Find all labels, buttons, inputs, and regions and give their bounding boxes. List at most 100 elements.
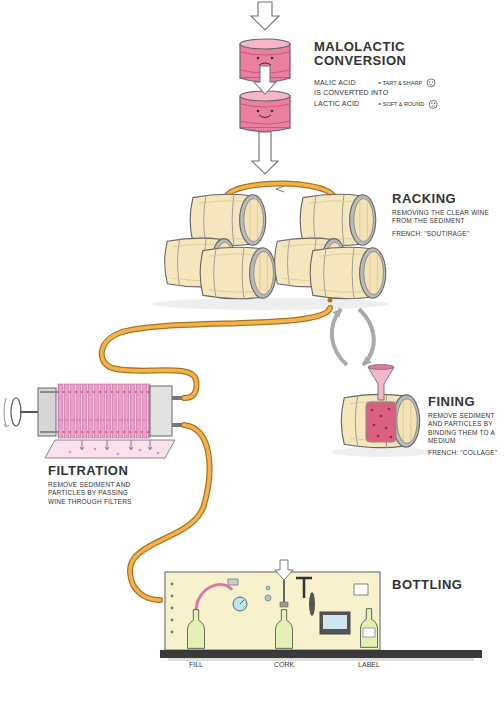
filter-press-part [38,388,56,436]
french-term: FRENCH: "SOUTIRAGE" [392,230,496,238]
sad-face [427,79,435,87]
bottling-machine-part [171,595,174,598]
racking-barrels-part [152,298,388,310]
bottling-machine-part [275,560,293,580]
stage-description: REMOVE SEDIMENT AND PARTICLES BY PASSING… [48,481,132,505]
malolactic-drum-part [240,39,290,49]
fining-barrel-part [371,409,374,412]
malolactic-drum-part [271,110,274,113]
sad-face-part [427,79,435,87]
filter-press-part [69,451,71,453]
sad-face-part [432,81,433,82]
bottling-machine-part [266,586,270,590]
bottling-machine-part [275,610,292,649]
bottling-machine-part [171,583,174,586]
sad-face-part [429,81,430,82]
fining-barrel-part [380,415,383,418]
bottling-machine-part [280,602,288,607]
stage-heading: RACKING [392,192,496,206]
text-column: RACKING REMOVING THE CLEAR WINE FROM THE … [392,192,496,238]
happy-face-part [432,105,435,107]
connector [252,132,278,174]
stage-group: RACKING REMOVING THE CLEAR WINE FROM THE … [158,174,500,308]
text-column: FILTRATION REMOVE SEDIMENT AND PARTICLES … [48,464,132,506]
stage-heading: FILTRATION [48,464,132,478]
racking-barrels-part [328,298,333,303]
fining-barrel-part [332,447,432,457]
filter-press-part [150,386,172,436]
stage-description: REMOVE SEDIMENT AND PARTICLES BY BINDING… [428,412,500,445]
stage-description: REMOVING THE CLEAR WINE FROM THE SEDIMEN… [392,209,496,225]
bottling-machine-part [228,579,238,585]
stage-group: FINING REMOVE SEDIMENT AND PARTICLES BY B… [330,365,502,465]
label-slot: = SOFT & ROUND [378,101,424,108]
bottling-machine-part [168,658,474,661]
fining-barrel-part [341,394,419,448]
malolactic-drum-part [240,104,290,124]
filter-press-part [45,440,175,458]
happy-face-part [434,103,435,104]
filter-press-part [80,440,152,450]
fining-barrel-part [373,424,376,427]
malolactic-drum-part [257,110,260,113]
malolactic-drum-part [271,57,274,60]
hose-outline [130,425,210,600]
connector [102,308,330,398]
bottling-machine-part [323,615,347,629]
text-column: FINING REMOVE SEDIMENT AND PARTICLES BY B… [428,395,500,457]
happy-face-part [431,103,432,104]
malolactic-drum [240,91,290,132]
cycle-arrow [359,309,374,365]
malolactic-drum-part [259,115,271,118]
racking-barrels-part [276,186,284,192]
bottling-machine-part [196,585,232,612]
fining-barrel-part [390,436,393,439]
filter-press-part [139,449,141,451]
french-term: FRENCH: "COLLAGE" [428,449,500,457]
text-column: MALOLACTIC CONVERSIONMALIC ACIDIS CONVER… [314,40,439,109]
malolactic-drum-part [259,63,271,65]
stage-group: BOTTLING [160,568,500,668]
stage-heading: BOTTLING [392,578,492,592]
filter-press-part [20,411,40,413]
inflow-arrow-part [251,2,279,30]
malolactic-drum-part [240,128,290,132]
bottling-machine-part [240,600,244,604]
fining-barrel [332,365,432,458]
bottling-machine-part [296,578,312,598]
hose [130,425,210,600]
label-slot: LABEL [358,661,380,669]
station-label: FILL [189,661,203,669]
fining-barrel-part [368,365,394,370]
stage-heading: FINING [428,395,500,409]
connector [130,425,210,600]
station-label: CORK [274,661,294,669]
flow-arrow [252,132,278,174]
hose [102,308,330,398]
malolactic-drum-part [257,57,260,60]
bottling-machine-part [265,595,271,601]
fining-barrel-part [388,408,391,411]
filter-press-part [58,384,150,438]
racking-barrels [152,184,388,311]
happy-face-part [429,100,437,108]
taste-note: = TART & SHARP [378,80,422,87]
inflow-arrow [251,2,279,30]
stage-heading: MALOLACTIC CONVERSION [314,40,439,69]
bottling-machine-part [171,631,174,634]
bottling-machine-part [283,580,285,604]
fining-barrel-part [377,435,380,438]
fining-barrel-part [366,402,396,442]
sad-face-part [430,84,433,86]
racking-barrels-part [310,247,386,299]
bottling-machine-part [354,584,368,595]
bottling-machine-part [171,619,174,622]
text-column: BOTTLING [392,578,492,592]
bottling-machine-part [320,612,350,634]
label-slot: = TART & SHARP [378,80,422,87]
bottling-machine-part [309,592,315,616]
conversion-arrow [254,66,276,94]
